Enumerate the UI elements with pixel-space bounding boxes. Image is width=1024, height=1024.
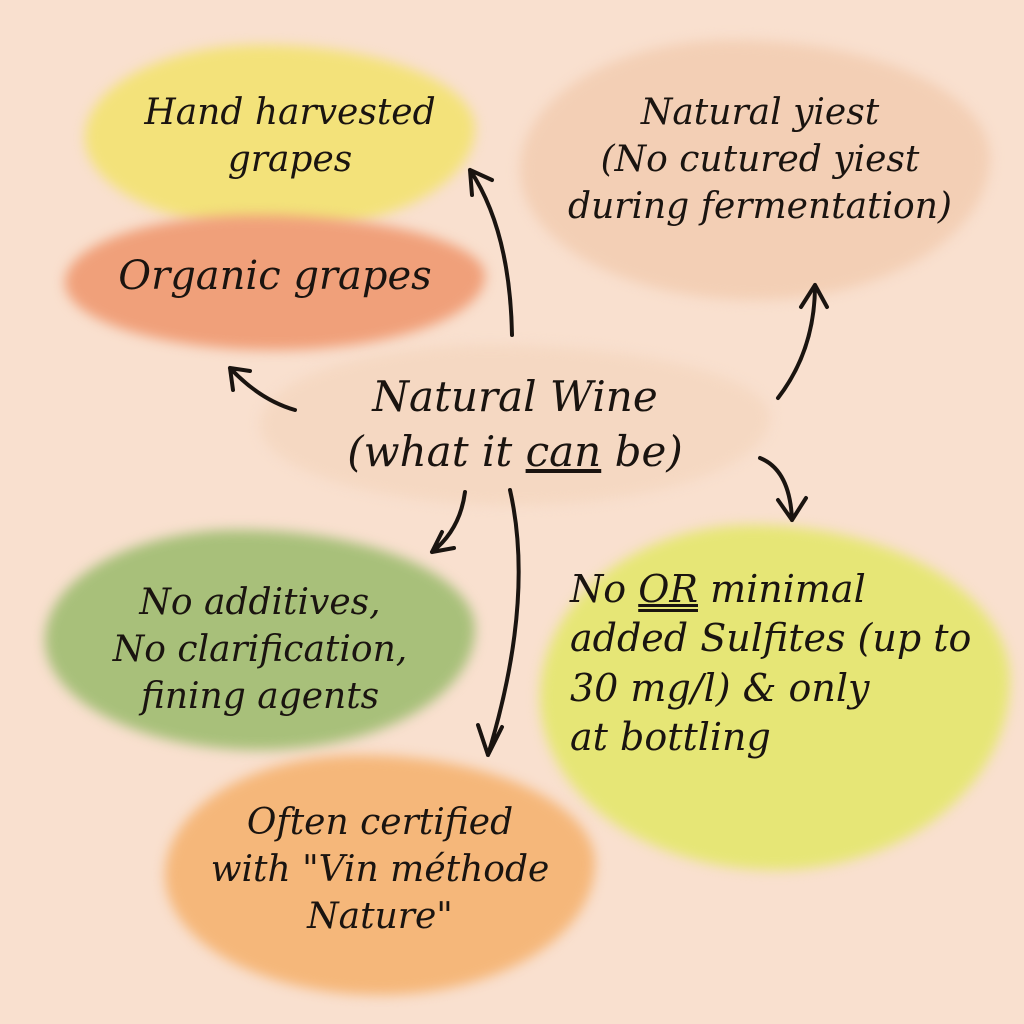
yeast-line: during fermentation) bbox=[568, 185, 952, 227]
yeast-line: Natural yiest bbox=[640, 92, 880, 133]
yeast-label: Natural yiest (No cutured yiest during fer… bbox=[540, 90, 980, 230]
certified-line: Often certified bbox=[246, 802, 514, 843]
yeast-line: (No cutured yiest bbox=[600, 138, 920, 180]
center-subtitle: (what it can be) bbox=[280, 425, 750, 480]
hand-harvested-line: grapes bbox=[227, 138, 353, 180]
center-subtitle-pre: (what it bbox=[347, 426, 526, 476]
arrow-to-additives bbox=[430, 490, 467, 554]
certified-line: with "Vin méthode bbox=[210, 848, 550, 890]
center-subtitle-post: be) bbox=[601, 426, 683, 476]
arrow-to-certified bbox=[476, 488, 521, 757]
hand-harvested-label: Hand harvested grapes bbox=[110, 90, 470, 184]
arrow-to-hand-harvested bbox=[468, 168, 514, 337]
yeast-blob bbox=[520, 40, 990, 300]
center-title: Natural Wine bbox=[372, 372, 658, 421]
hand-harvested-line: Hand harvested bbox=[144, 92, 436, 133]
arrow-to-sulfites bbox=[758, 456, 808, 522]
center-label: Natural Wine (what it can be) bbox=[280, 370, 750, 479]
certified-blob bbox=[165, 755, 595, 995]
additives-label: No additives, No clarification, fining age… bbox=[60, 580, 460, 720]
certified-line: Nature" bbox=[307, 895, 453, 937]
additives-line: No clarification, bbox=[112, 628, 408, 670]
hand-harvested-blob bbox=[85, 45, 475, 230]
additives-line: No additives, bbox=[139, 582, 381, 623]
arrow-to-organic bbox=[228, 366, 297, 412]
arrow-to-yeast bbox=[776, 283, 829, 400]
sulfites-line: at bottling bbox=[570, 715, 771, 760]
additives-line: fining agents bbox=[140, 675, 380, 717]
sulfites-line: added Sulfites (up to bbox=[570, 616, 972, 661]
organic-label: Organic grapes bbox=[118, 253, 432, 299]
sulfites-line: 30 mg/l) & only bbox=[570, 665, 870, 710]
sulfites-post: minimal bbox=[697, 567, 866, 611]
center-subtitle-emphasis: can bbox=[525, 426, 602, 476]
additives-blob bbox=[45, 530, 475, 750]
sulfites-emphasis: OR bbox=[638, 567, 698, 611]
sulfites-blob bbox=[540, 525, 1010, 870]
organic-blob bbox=[65, 215, 485, 350]
sulfites-pre: No bbox=[570, 567, 639, 611]
center-blob bbox=[260, 345, 770, 505]
sulfites-line: No OR minimal bbox=[570, 565, 1000, 614]
